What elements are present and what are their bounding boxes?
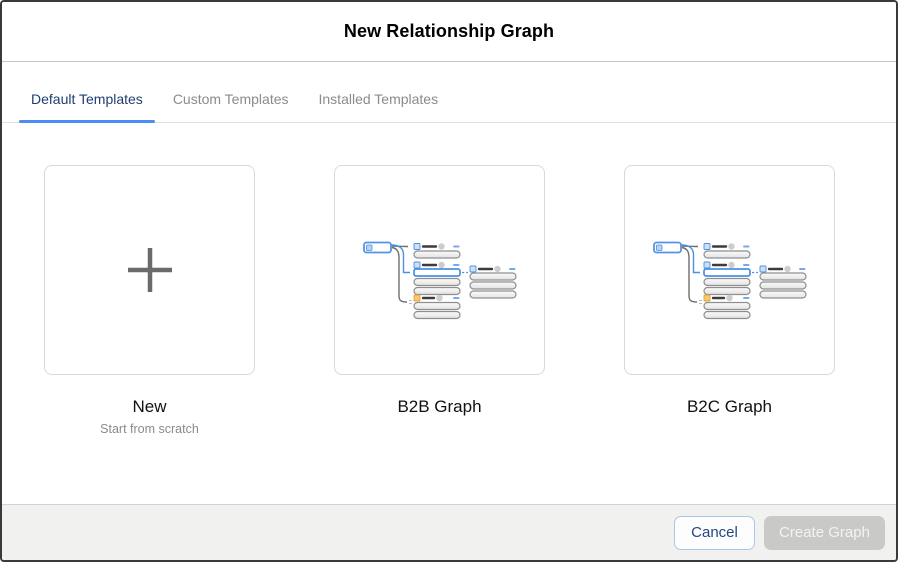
relationship-graph-thumbnail [652,241,807,320]
cancel-button[interactable]: Cancel [674,515,755,550]
relationship-graph-thumbnail [362,241,517,320]
tab-custom-templates[interactable]: Custom Templates [161,91,301,122]
dialog-title: New Relationship Graph [343,21,555,41]
tab-installed-templates[interactable]: Installed Templates [307,91,451,122]
template-b2c-name: B2C Graph [686,397,773,416]
template-b2b-card[interactable] [334,165,545,375]
template-b2b: B2B Graph [334,165,545,417]
tab-default-templates-label: Default Templates [31,91,143,107]
template-b2c: B2C Graph [624,165,835,417]
active-tab-underline [19,120,155,123]
plus-icon [127,248,172,292]
tab-default-templates[interactable]: Default Templates [19,91,155,123]
create-graph-button[interactable]: Create Graph [764,515,885,550]
dialog-footer: Cancel Create Graph [2,504,896,560]
tab-custom-templates-label: Custom Templates [172,91,289,107]
template-new: New Start from scratch [44,165,255,436]
template-new-name: New [132,397,167,416]
template-tab-bar: Default Templates Custom Templates Insta… [2,62,896,123]
template-b2c-card[interactable] [624,165,835,375]
template-new-card[interactable] [44,165,255,375]
template-b2b-name: B2B Graph [397,397,482,416]
template-gallery: New Start from scratch B2B Graph B2C Gra… [2,123,896,504]
dialog-title-bar: New Relationship Graph [2,2,896,62]
tab-installed-templates-label: Installed Templates [318,91,439,107]
template-new-subtitle: Start from scratch [100,422,199,436]
